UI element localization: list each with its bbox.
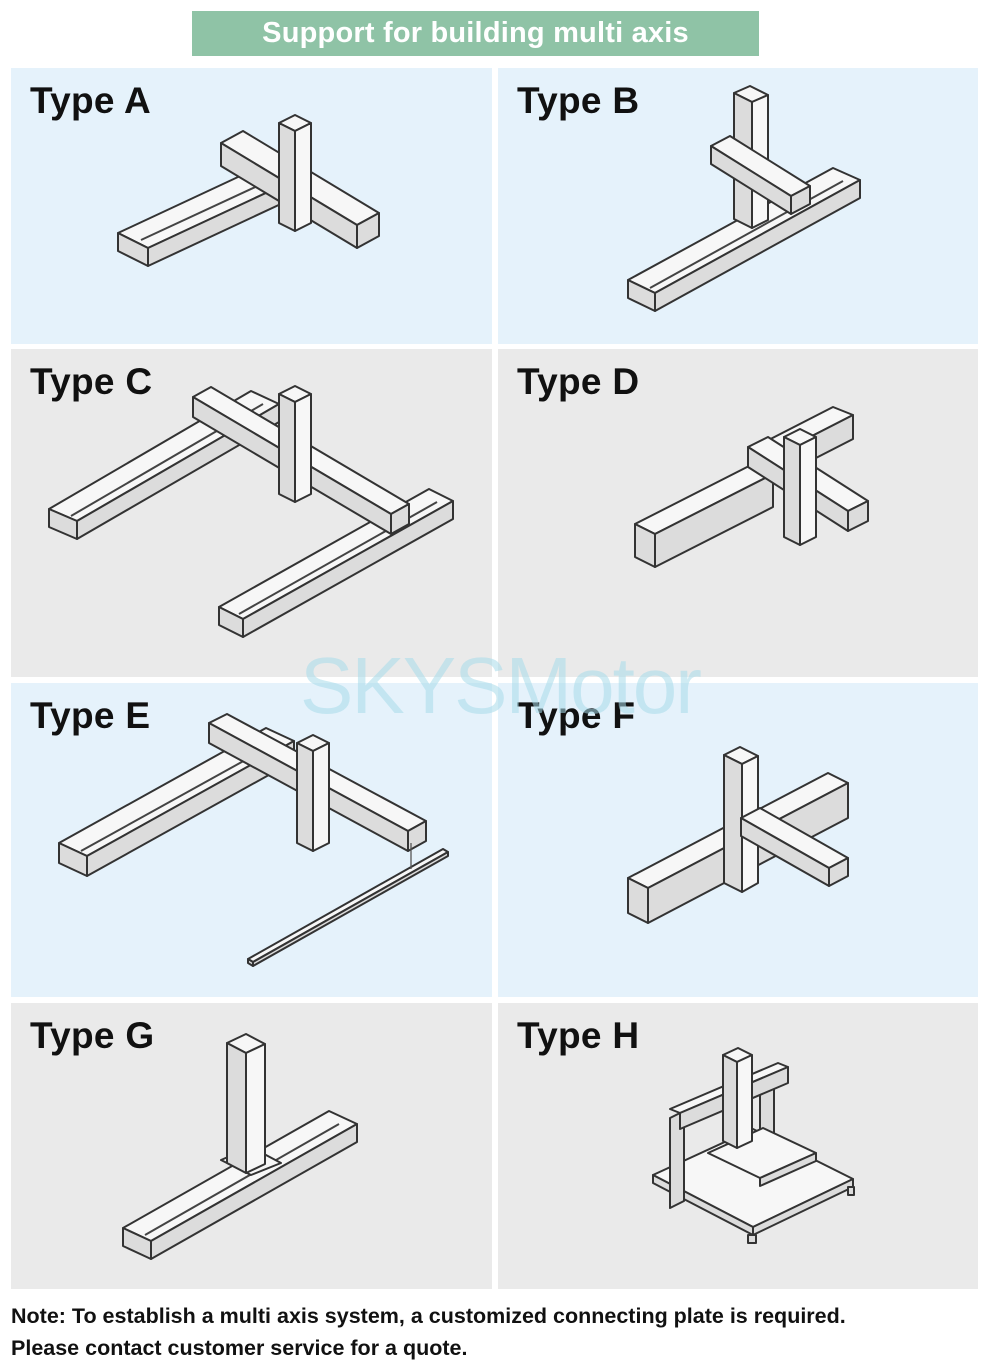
type-c-diagram <box>48 385 454 638</box>
type-h-diagram <box>652 1047 855 1244</box>
panel-type-a: Type A <box>11 68 492 344</box>
panel-title: Type A <box>30 80 152 121</box>
panel-title: Type F <box>517 695 636 736</box>
panel-type-c: Type C <box>11 349 492 677</box>
panel-title: Type D <box>517 361 640 402</box>
type-d-diagram <box>634 406 869 568</box>
panel-title: Type H <box>517 1015 640 1056</box>
footer-note: Note: To establish a multi axis system, … <box>11 1300 981 1364</box>
panel-title: Type E <box>30 695 151 736</box>
panel-type-b: Type B <box>498 68 978 344</box>
note-line-2: Please contact customer service for a qu… <box>11 1336 468 1360</box>
panel-type-e: Type E <box>11 683 492 997</box>
type-a-diagram <box>117 114 380 267</box>
panel-title: Type G <box>30 1015 155 1056</box>
panel-type-f: Type F <box>498 683 978 997</box>
type-g-diagram <box>122 1033 358 1260</box>
panel-type-g: Type G <box>11 1003 492 1289</box>
panel-title: Type C <box>30 361 153 402</box>
panel-type-h: Type H <box>498 1003 978 1289</box>
panel-type-d: Type D <box>498 349 978 677</box>
header-banner: Support for building multi axis <box>192 11 759 56</box>
panel-title: Type B <box>517 80 640 121</box>
banner-title: Support for building multi axis <box>262 17 689 49</box>
note-line-1: Note: To establish a multi axis system, … <box>11 1304 846 1328</box>
type-b-diagram <box>627 85 861 312</box>
type-e-diagram <box>58 713 449 967</box>
type-f-diagram <box>627 746 849 924</box>
